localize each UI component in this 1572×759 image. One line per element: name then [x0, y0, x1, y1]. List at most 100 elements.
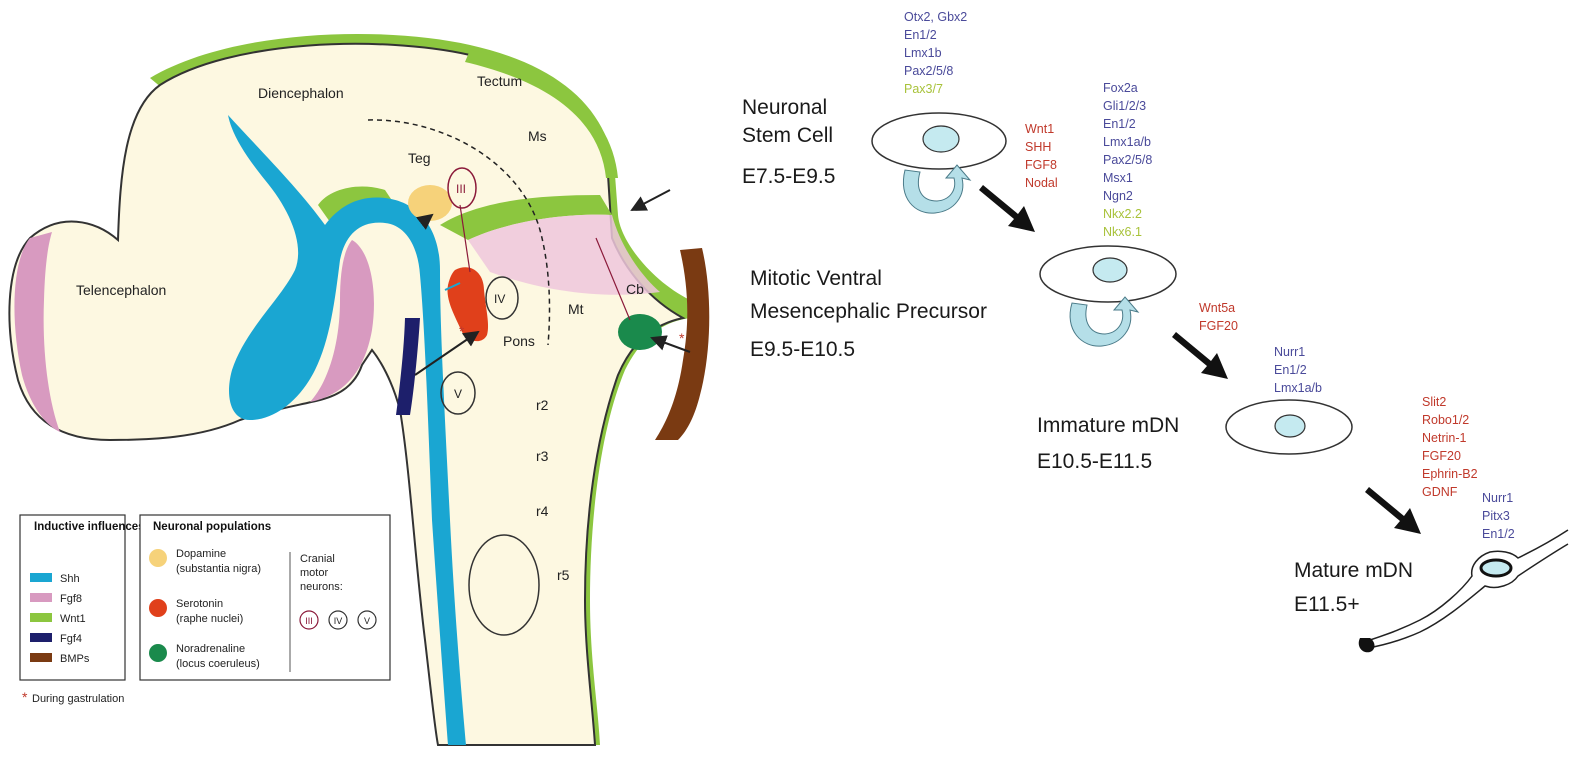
- arrow-isthmus: [632, 190, 670, 210]
- star-marker-serotonin: *: [459, 323, 465, 339]
- footnote-star: *: [22, 689, 28, 705]
- stage1-nucleus: [923, 126, 959, 152]
- legend-cranial-v: V: [364, 616, 370, 626]
- star-marker-lc: *: [679, 330, 685, 346]
- stage3-signals: Slit2 Robo1/2 Netrin-1 FGF20 Ephrin-B2 G…: [1422, 395, 1478, 499]
- noradrenaline-lc: [618, 314, 662, 350]
- label-diencephalon: Diencephalon: [258, 85, 344, 101]
- legend-cranial-iii: III: [305, 616, 313, 626]
- stage3-marker-0: Nurr1: [1274, 345, 1305, 359]
- differentiation-pathway: Neuronal Stem Cell E7.5-E9.5 Otx2, Gbx2 …: [742, 10, 1568, 652]
- legend-swatch-wnt1: [30, 613, 52, 622]
- stage2-markers: Fox2a Gli1/2/3 En1/2 Lmx1a/b Pax2/5/8 Ms…: [1103, 81, 1152, 239]
- transition-arrow-2: [1172, 332, 1228, 379]
- stage3-signal-1: Robo1/2: [1422, 413, 1469, 427]
- stage2-marker-7: Nkx2.2: [1103, 207, 1142, 221]
- legend-swatch-fgf8: [30, 593, 52, 602]
- legend-inductive-title: Inductive influences: [34, 521, 145, 533]
- label-cb: Cb: [626, 281, 644, 297]
- stage1-marker-2: Lmx1b: [904, 46, 942, 60]
- legend-dot-dopamine: [149, 549, 167, 567]
- legend-label-shh: Shh: [60, 573, 80, 585]
- label-r3: r3: [536, 448, 549, 464]
- legend-swatch-fgf4: [30, 633, 52, 642]
- stage-mitotic-precursor: Fox2a Gli1/2/3 En1/2 Lmx1a/b Pax2/5/8 Ms…: [750, 81, 1238, 361]
- stage2-time: E9.5-E10.5: [750, 338, 855, 361]
- stage4-nucleus: [1481, 560, 1511, 576]
- legend-swatch-bmps: [30, 653, 52, 662]
- label-ms: Ms: [528, 128, 547, 144]
- stage4-terminal: [1359, 638, 1375, 652]
- stage2-signal-1: FGF20: [1199, 319, 1238, 333]
- footnote-text: During gastrulation: [32, 693, 124, 705]
- label-telencephalon: Telencephalon: [76, 282, 166, 298]
- stage2-signals: Wnt5a FGF20: [1199, 301, 1238, 333]
- stage2-marker-0: Fox2a: [1103, 81, 1138, 95]
- legend-label-serotonin: Serotonin: [176, 598, 223, 610]
- legend-cranial-title-2: motor: [300, 567, 328, 579]
- stage3-marker-1: En1/2: [1274, 363, 1307, 377]
- stage2-signal-0: Wnt5a: [1199, 301, 1235, 315]
- stage2-marker-8: Nkx6.1: [1103, 225, 1142, 239]
- stage2-marker-4: Pax2/5/8: [1103, 153, 1152, 167]
- stage4-neuron-body: [1368, 530, 1568, 648]
- legend-label-dopamine: Dopamine: [176, 548, 226, 560]
- label-r2: r2: [536, 397, 549, 413]
- stage2-marker-1: Gli1/2/3: [1103, 99, 1146, 113]
- label-mt: Mt: [568, 301, 584, 317]
- stage3-signal-2: Netrin-1: [1422, 431, 1467, 445]
- label-nucleus-iv: IV: [494, 292, 505, 306]
- label-r5: r5: [557, 567, 570, 583]
- label-pons: Pons: [503, 333, 535, 349]
- stage1-signal-0: Wnt1: [1025, 122, 1054, 136]
- stage2-name-line2: Mesencephalic Precursor: [750, 300, 987, 323]
- legend: Inductive influences Shh Fgf8 Wnt1 Fgf4 …: [20, 515, 390, 705]
- legend-label-wnt1: Wnt1: [60, 613, 86, 625]
- stage1-name-line2: Stem Cell: [742, 124, 833, 147]
- legend-label-fgf4: Fgf4: [60, 633, 82, 645]
- stage1-marker-4: Pax3/7: [904, 82, 943, 96]
- stage1-marker-3: Pax2/5/8: [904, 64, 953, 78]
- stage1-self-renewal-arrow: [903, 165, 970, 213]
- label-nucleus-iii: III: [456, 182, 466, 196]
- stage2-self-renewal-arrow: [1070, 297, 1138, 346]
- legend-sub-serotonin: (raphe nuclei): [176, 613, 243, 625]
- stage1-signal-1: SHH: [1025, 140, 1051, 154]
- legend-swatch-shh: [30, 573, 52, 582]
- stage3-signal-5: GDNF: [1422, 485, 1458, 499]
- transition-arrow-1: [979, 185, 1035, 232]
- stage3-marker-2: Lmx1a/b: [1274, 381, 1322, 395]
- legend-sub-noradrenaline: (locus coeruleus): [176, 658, 260, 670]
- stage3-nucleus: [1275, 415, 1305, 437]
- legend-label-noradrenaline: Noradrenaline: [176, 643, 245, 655]
- stage2-marker-3: Lmx1a/b: [1103, 135, 1151, 149]
- stage-immature-mdn: Nurr1 En1/2 Lmx1a/b Immature mDN E10.5-E…: [1037, 345, 1478, 499]
- stage3-name: Immature mDN: [1037, 414, 1179, 437]
- legend-dot-noradrenaline: [149, 644, 167, 662]
- stage1-markers: Otx2, Gbx2 En1/2 Lmx1b Pax2/5/8 Pax3/7: [904, 10, 967, 96]
- stage3-signal-0: Slit2: [1422, 395, 1446, 409]
- stage3-time: E10.5-E11.5: [1037, 450, 1152, 473]
- legend-cranial-title-1: Cranial: [300, 553, 335, 565]
- stage1-name-line1: Neuronal: [742, 96, 827, 119]
- stage2-marker-5: Msx1: [1103, 171, 1133, 185]
- legend-label-bmps: BMPs: [60, 653, 90, 665]
- legend-dot-serotonin: [149, 599, 167, 617]
- stage2-marker-6: Ngn2: [1103, 189, 1133, 203]
- legend-neuronal-title: Neuronal populations: [153, 521, 271, 533]
- stage4-markers: Nurr1 Pitx3 En1/2: [1482, 491, 1515, 541]
- legend-cranial-title-3: neurons:: [300, 581, 343, 593]
- stage1-marker-0: Otx2, Gbx2: [904, 10, 967, 24]
- legend-sub-dopamine: (substantia nigra): [176, 563, 261, 575]
- transition-arrow-3: [1365, 487, 1421, 534]
- stage4-name: Mature mDN: [1294, 559, 1413, 582]
- label-teg: Teg: [408, 150, 431, 166]
- stage3-markers: Nurr1 En1/2 Lmx1a/b: [1274, 345, 1322, 395]
- legend-cranial-iv: IV: [334, 616, 343, 626]
- legend-label-fgf8: Fgf8: [60, 593, 82, 605]
- stage4-time: E11.5+: [1294, 593, 1360, 616]
- stage3-signal-3: FGF20: [1422, 449, 1461, 463]
- stage1-signals: Wnt1 SHH FGF8 Nodal: [1025, 122, 1058, 190]
- label-nucleus-v: V: [454, 387, 462, 401]
